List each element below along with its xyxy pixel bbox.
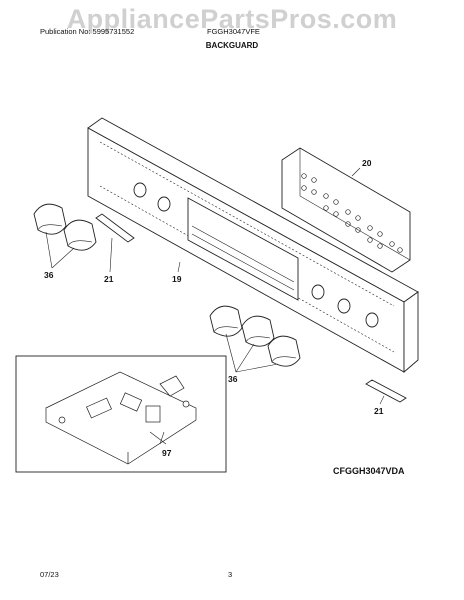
publication-number: Publication No: 5995731552 bbox=[40, 27, 135, 36]
callout-knobs-right: 36 bbox=[228, 374, 238, 384]
leader-lines bbox=[45, 167, 385, 405]
callout-panel: 19 bbox=[172, 274, 182, 284]
knobs-right bbox=[209, 305, 301, 367]
bracket-right bbox=[365, 379, 407, 403]
callout-control-board: 20 bbox=[362, 158, 372, 168]
diagram-code: CFGGH3047VDA bbox=[333, 466, 405, 476]
callout-bracket-right: 21 bbox=[374, 406, 384, 416]
footer-date: 07/23 bbox=[40, 570, 59, 579]
bracket-left bbox=[95, 213, 135, 243]
control-board bbox=[281, 147, 411, 273]
section-title: BACKGUARD bbox=[205, 41, 259, 50]
callout-inset-board: 97 bbox=[162, 448, 172, 458]
model-number: FGGH3047VFE bbox=[207, 27, 260, 36]
backguard-panel bbox=[87, 117, 419, 373]
inset-board bbox=[45, 371, 197, 465]
knobs-left bbox=[33, 203, 97, 251]
watermark: AppliancePartsPros.com bbox=[66, 4, 398, 34]
callout-knobs-left: 36 bbox=[44, 270, 54, 280]
inset-box bbox=[15, 355, 227, 473]
footer-page-number: 3 bbox=[228, 570, 233, 579]
callout-bracket-left: 21 bbox=[104, 274, 114, 284]
